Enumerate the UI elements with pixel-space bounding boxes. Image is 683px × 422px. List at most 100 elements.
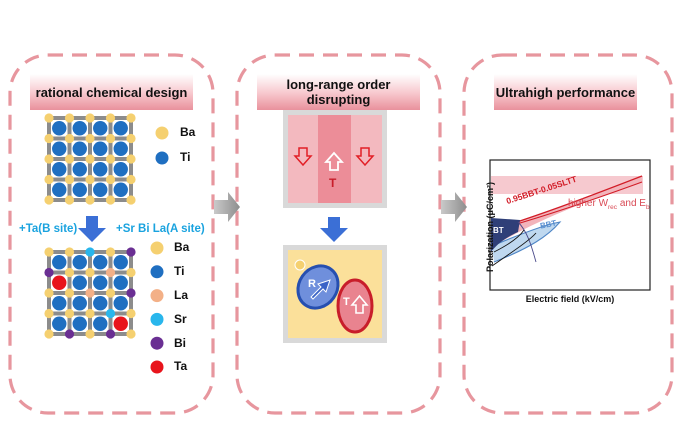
legend-bottom-label-ta: Ta <box>174 359 188 373</box>
a-site-atom <box>126 267 136 278</box>
a-site-atom <box>126 195 136 205</box>
a-site-atom <box>64 154 75 164</box>
panel-3-title: Ultrahigh performance <box>494 74 637 110</box>
a-site-atom <box>105 308 116 319</box>
a-site-atom <box>85 247 95 257</box>
a-site-atom <box>126 247 136 257</box>
panel-3-frame <box>462 53 674 415</box>
b-site-atom <box>52 296 67 311</box>
sbt-loop-area <box>492 176 642 246</box>
a-site-atom <box>44 113 54 123</box>
graph-xlabel: Electric field (kV/cm) <box>525 294 615 304</box>
b-site-atom <box>93 141 108 156</box>
b-site-atom <box>93 316 108 331</box>
b-site-atom <box>93 296 108 311</box>
a-site-atom <box>44 308 54 319</box>
a-site-atom <box>64 267 75 278</box>
b-site-atom <box>72 316 87 331</box>
legend-top-label-ti: Ti <box>180 150 191 164</box>
a-site-atom <box>126 154 136 164</box>
a-site-atom <box>105 133 116 144</box>
a-site-atom <box>64 247 75 257</box>
curve-black-1 <box>491 232 537 267</box>
a-site-atom <box>126 133 136 144</box>
a-site-atom <box>126 288 136 298</box>
a-site-atom <box>85 288 95 298</box>
b-site-atom <box>93 121 108 136</box>
a-site-atom <box>85 174 95 185</box>
legend-dot <box>150 289 164 303</box>
a-site-atom <box>44 195 54 205</box>
pnr-small-dot <box>294 259 306 271</box>
b-site-atom <box>72 121 87 136</box>
a-site-atom <box>64 288 75 298</box>
curve-black-2 <box>493 229 525 253</box>
t-region-label: T <box>343 296 350 308</box>
a-site-atom <box>85 195 95 205</box>
r-region-label: R <box>308 278 316 290</box>
b-site-atom <box>113 255 128 270</box>
bt-region <box>491 218 520 252</box>
legend-dot <box>150 336 164 350</box>
b-site-atom <box>72 296 87 311</box>
legend-top-label-ba: Ba <box>180 125 196 139</box>
performance-annotation: higher Wrec and Eb <box>568 198 650 211</box>
domain-stripe-left <box>288 115 318 203</box>
legend-bottom-label-bi: Bi <box>174 336 186 350</box>
t-arrow-icon <box>350 294 369 314</box>
domain-center-label: T <box>329 176 337 190</box>
b-site-atom <box>52 182 67 197</box>
b-site-atom <box>72 275 87 290</box>
a-site-atom <box>105 329 116 339</box>
a-site-atom <box>85 308 95 319</box>
domain-stripe-right <box>351 115 382 203</box>
a-site-atom <box>85 329 95 339</box>
b-site-atom <box>113 275 128 290</box>
a-site-atom <box>64 195 75 205</box>
a-site-atom <box>126 308 136 319</box>
legend-bottom-label-ba: Ba <box>174 240 190 254</box>
b-site-atom <box>93 275 108 290</box>
a-site-atom <box>126 113 136 123</box>
r-region <box>296 264 340 310</box>
b-site-atom <box>72 182 87 197</box>
a-site-atom <box>85 267 95 278</box>
annotation-text-2: and E <box>617 198 646 209</box>
a-site-atom <box>64 329 75 339</box>
legend-dot <box>150 241 164 255</box>
a-site-atom <box>105 174 116 185</box>
annotation-sub-1: rec <box>608 204 618 211</box>
a-site-atom <box>44 267 54 278</box>
curve-label-bt: BT <box>493 226 504 235</box>
r-arrow-icon <box>310 279 331 300</box>
legend-dot <box>150 265 164 279</box>
a-site-atom <box>44 174 54 185</box>
b-site-atom <box>93 255 108 270</box>
a-site-atom <box>126 329 136 339</box>
a-site-atom <box>44 247 54 257</box>
domain-stripe-center <box>318 115 351 203</box>
legend-bottom-label-ti: Ti <box>174 264 185 278</box>
annotation-text-1: higher W <box>568 198 609 209</box>
t-region <box>336 278 374 334</box>
legend-dot <box>150 360 164 374</box>
legend-dot <box>150 312 164 326</box>
b-site-atom <box>72 162 87 177</box>
b-site-atom <box>72 255 87 270</box>
a-site-atom <box>64 308 75 319</box>
domain-arrow-left-icon <box>293 147 313 167</box>
a-site-atom <box>85 113 95 123</box>
panel-2-title: long-range order disrupting <box>257 74 420 110</box>
a-site-atom <box>105 195 116 205</box>
b-site-atom <box>52 121 67 136</box>
domain-arrow-right-icon <box>355 147 375 167</box>
b-site-atom <box>113 296 128 311</box>
legend-bottom <box>150 241 164 374</box>
a-site-atom <box>44 288 54 298</box>
a-site-atom <box>105 113 116 123</box>
a-site-atom <box>126 174 136 185</box>
b-site-atom <box>52 255 67 270</box>
a-site-atom <box>105 154 116 164</box>
b-site-atom <box>113 316 128 331</box>
